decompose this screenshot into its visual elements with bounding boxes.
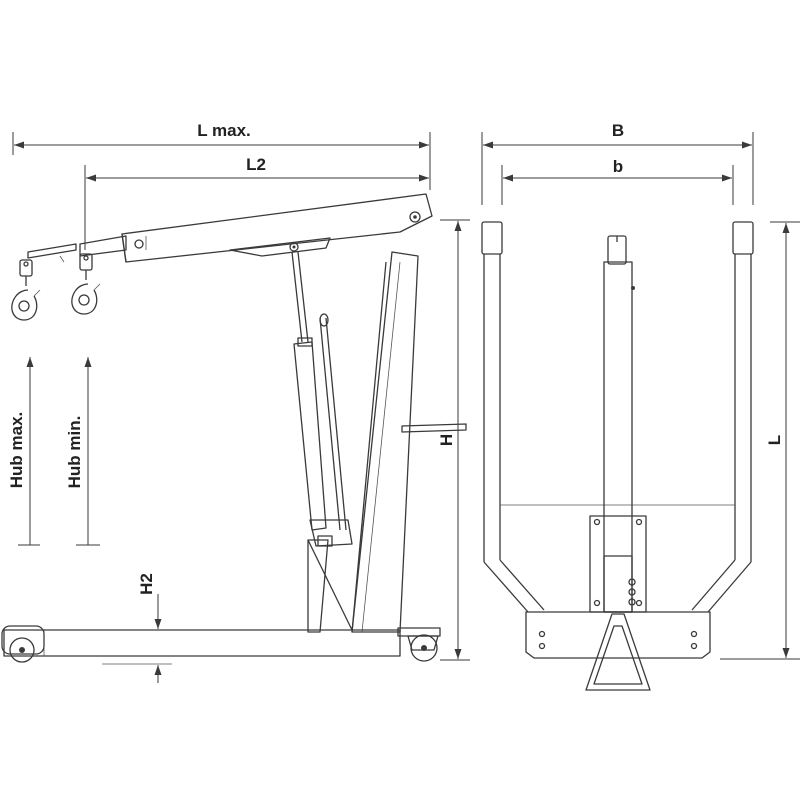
- right-leg: [691, 221, 754, 613]
- dimension-hub-min: Hub min.: [65, 357, 100, 546]
- mast: [307, 251, 419, 633]
- mast-bracket: [589, 515, 647, 613]
- hook-min-reach: [71, 253, 101, 315]
- dimension-b-inner: b: [501, 157, 734, 205]
- dimension-l-max: L max.: [12, 121, 431, 190]
- label-hub-min: Hub min.: [65, 416, 84, 489]
- front-view: B b: [481, 121, 800, 691]
- boom-extension: [27, 235, 127, 263]
- side-view: L max. L2: [1, 121, 470, 683]
- main-boom: [121, 193, 433, 263]
- dimension-h2: H2: [137, 573, 162, 683]
- base-frame: [1, 625, 441, 665]
- dimension-hub-max: Hub max.: [7, 357, 40, 546]
- tow-handle: [585, 613, 651, 691]
- hydraulic-cylinder: [291, 251, 353, 547]
- label-b-outer: B: [612, 121, 624, 140]
- dimension-l: L: [720, 221, 800, 660]
- label-l-max: L max.: [197, 121, 251, 140]
- label-l2: L2: [246, 155, 266, 174]
- dimension-h: H: [401, 219, 470, 661]
- hook-max-reach: [11, 259, 41, 321]
- label-h: H: [437, 434, 456, 446]
- label-h2: H2: [137, 573, 156, 595]
- dimension-b-outer: B: [481, 121, 754, 205]
- dimension-l2: L2: [84, 155, 429, 250]
- label-b-inner: b: [613, 157, 623, 176]
- label-hub-max: Hub max.: [7, 412, 26, 489]
- front-base-plate: [525, 611, 711, 659]
- label-l: L: [765, 435, 784, 445]
- left-leg: [481, 221, 545, 613]
